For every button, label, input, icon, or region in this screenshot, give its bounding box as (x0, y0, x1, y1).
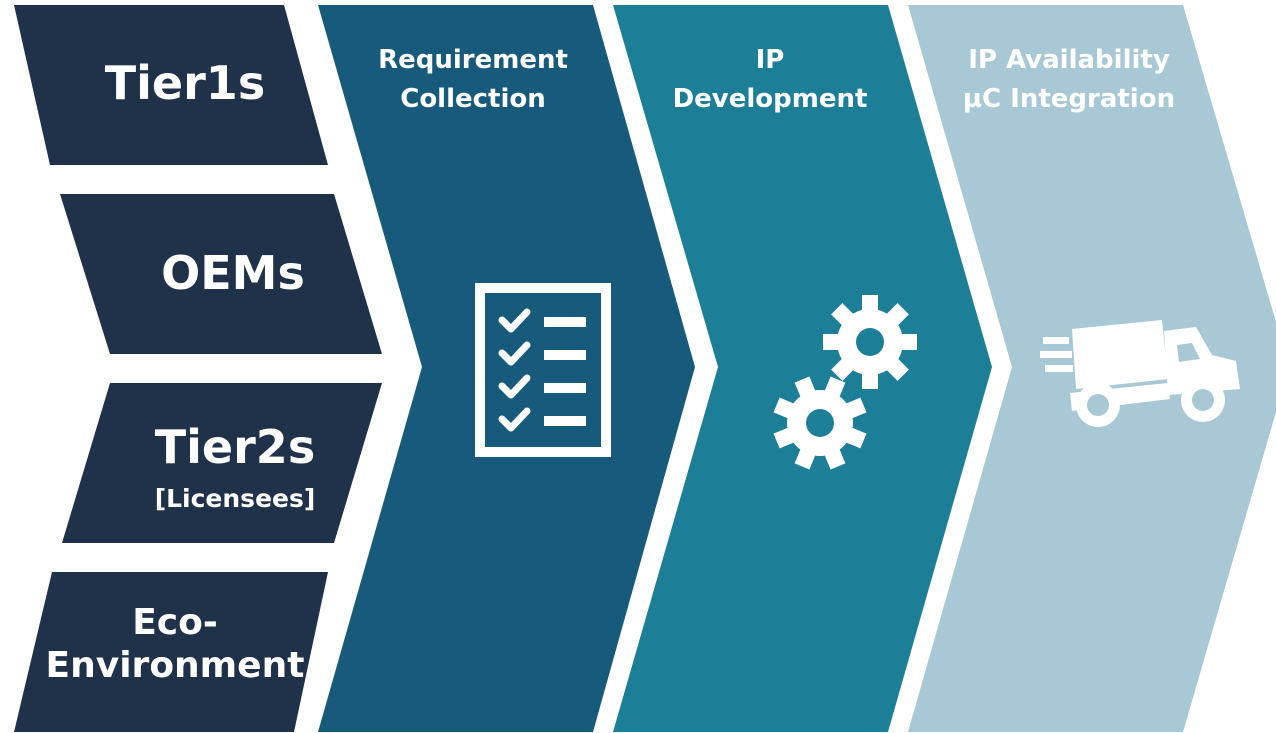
checklist-icon (475, 283, 611, 457)
step-heading-ip-availability: IP Availability µC Integration (962, 45, 1176, 114)
step-heading-ip-development: IP Development (672, 45, 868, 114)
stakeholder-label-eco-environment: Eco- Environment (45, 602, 305, 687)
step-chevron-requirement-collection (318, 5, 695, 732)
stakeholder-label-tier2s: Tier2s (154, 420, 316, 474)
step-heading-requirement-collection: Requirement Collection (378, 45, 568, 114)
stakeholder-label-tier1s: Tier1s (104, 56, 266, 110)
stakeholder-sublabel-licensees: [Licensees] (154, 484, 316, 513)
step-chevron-ip-development (613, 5, 992, 732)
delivery-truck-icon (1040, 320, 1240, 427)
stakeholder-box-tier1s (14, 5, 328, 165)
stakeholder-box-eco (14, 572, 328, 732)
stakeholder-box-tier2s (62, 383, 382, 543)
stakeholder-label-oems: OEMs (161, 246, 305, 300)
stakeholder-box-oems (60, 194, 382, 354)
gears-icon (773, 295, 917, 470)
